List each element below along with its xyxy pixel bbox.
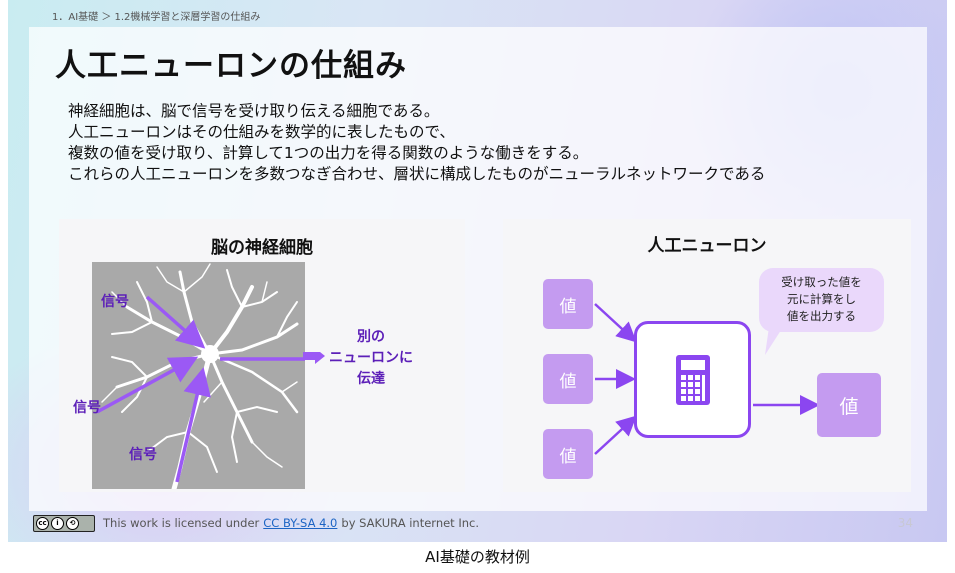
bubble-line: 受け取った値を (781, 275, 862, 289)
cc-icon: cc (36, 516, 49, 530)
sa-icon: ⟲ (66, 516, 79, 530)
signal-label: 信号 (129, 447, 157, 463)
card-title: 脳の神経細胞 (211, 238, 313, 258)
signal-label: 信号 (101, 294, 129, 310)
page-number: 34 (897, 516, 913, 530)
by-icon: i (51, 516, 64, 530)
output-line: 別の (357, 329, 385, 345)
bubble-line: 値を出力する (787, 309, 856, 323)
slide-title: 人工ニューロンの仕組み (55, 48, 407, 84)
neuron-image (92, 262, 320, 492)
license-prefix: This work is licensed under (103, 516, 260, 530)
figure-caption: AI基礎の教材例 (425, 548, 530, 566)
brain-neuron-card: 脳の神経細胞 (59, 219, 465, 492)
speech-bubble: 受け取った値を 元に計算をし 値を出力する (759, 268, 884, 332)
license-link[interactable]: CC BY-SA 4.0 (263, 516, 338, 530)
creative-commons-icon[interactable]: cc i ⟲ (33, 514, 95, 532)
connection-arrows (594, 303, 820, 455)
input-value-box: 値 (543, 429, 593, 479)
artificial-neuron-card: 人工ニューロン 値 値 値 (503, 219, 911, 492)
body-line: 複数の値を受け取り、計算して1つの出力を得る関数のような働きをする。 (68, 144, 589, 162)
footer: cc i ⟲ This work is licensed under CC BY… (29, 513, 927, 533)
arrow-icon (303, 352, 325, 364)
body-line: これらの人工ニューロンを多数つなぎ合わせ、層状に構成したものがニューラルネットワ… (68, 165, 766, 183)
signal-label: 信号 (73, 400, 101, 416)
body-line: 人工ニューロンはその仕組みを数学的に表したもので、 (68, 123, 455, 141)
card-title: 人工ニューロン (647, 236, 767, 256)
breadcrumb: 1．AI基礎 ＞ 1.2機械学習と深層学習の仕組み (52, 12, 261, 23)
output-description: 別の ニューロンに 伝達 (321, 327, 421, 390)
input-value-box: 値 (543, 279, 593, 329)
input-value-box: 値 (543, 354, 593, 404)
body-line: 神経細胞は、脳で信号を受け取り伝える細胞である。 (68, 102, 440, 120)
output-line: 伝達 (357, 371, 385, 387)
bubble-tail (765, 327, 783, 355)
output-line: ニューロンに (329, 350, 413, 366)
output-value-box: 値 (817, 373, 881, 437)
neuron-drawing (96, 263, 320, 492)
slide: 1．AI基礎 ＞ 1.2機械学習と深層学習の仕組み 人工ニューロンの仕組み 神経… (8, 0, 947, 542)
neuron-calculator-box (634, 321, 751, 438)
bubble-line: 元に計算をし (787, 292, 856, 306)
license-suffix: by SAKURA internet Inc. (341, 516, 480, 530)
calculator-icon (675, 354, 710, 405)
body-text: 神経細胞は、脳で信号を受け取り伝える細胞である。 人工ニューロンはその仕組みを数… (68, 101, 765, 185)
